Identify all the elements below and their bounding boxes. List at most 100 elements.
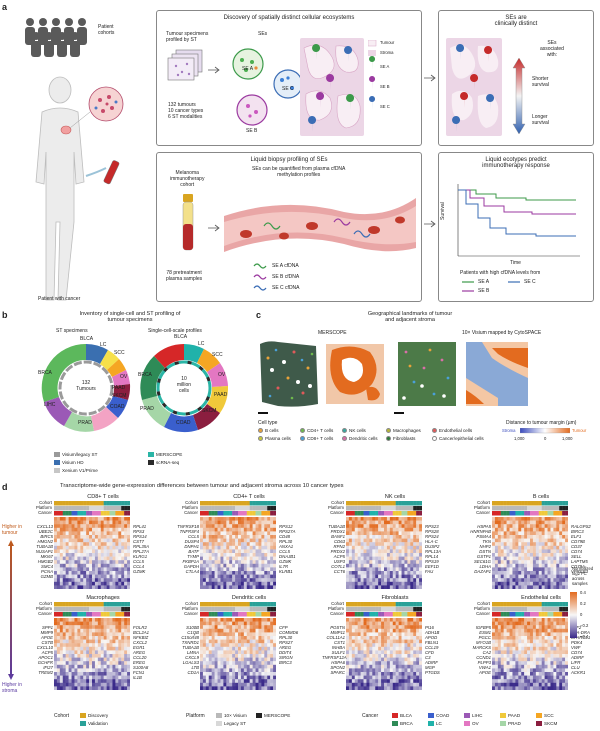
- heatmap-title: CD8+ T cells: [87, 494, 119, 500]
- cancer-legend-item: OV: [464, 721, 479, 727]
- panel-d-letter: d: [2, 482, 8, 492]
- cancer-label: LC: [436, 721, 442, 726]
- legend-legacy-st: Legacy ST: [216, 721, 246, 727]
- cell-type-label: Cancer/epithelial cells: [439, 436, 484, 441]
- distance-title: Distance to tumour margin (µm): [506, 420, 577, 426]
- cell-type-label: Macrophages: [393, 428, 421, 433]
- scale-bar: [394, 412, 404, 414]
- swatch: [428, 713, 434, 719]
- cancer-label: BRCA: [400, 721, 413, 726]
- legend-xenium: Xenium V1/Prime: [54, 468, 98, 474]
- single-cell-title: Single-cell-scale profiles: [148, 328, 202, 334]
- colorbar-title: Normalized log2 FC across samples: [572, 566, 594, 586]
- genes-higher-in-stroma-list: RPS23 RPS28 RPS24 HLA-C DUSP2 RPL13A RPL…: [425, 524, 442, 575]
- heatmap-title: CD4+ T cells: [233, 494, 265, 500]
- km-se-a-label: SE A: [478, 279, 490, 285]
- cancer-label: SCC: [544, 713, 554, 718]
- annotation-row-label: Cancer: [330, 611, 344, 616]
- swatch: [148, 452, 154, 458]
- cell-type-dot: [300, 428, 305, 434]
- st-label-prad: PRAD: [78, 420, 92, 426]
- heatmap: [54, 501, 130, 589]
- survival-axis-label: Survival: [440, 202, 446, 220]
- cancer-legend-item: SKCM: [536, 721, 558, 727]
- cancer-label: PAAD: [508, 713, 521, 718]
- annotation-row-label: Platform: [328, 606, 344, 611]
- swatch: [464, 721, 470, 727]
- genes-higher-in-tumour-list: CXCL13 UBE2C BIRC5 HMGN2 TUBA1B NUSAP1 M…: [35, 524, 53, 580]
- swatch: [428, 721, 434, 727]
- legend-cancer-label: Cancer: [362, 713, 379, 719]
- tissue-map: [300, 38, 364, 136]
- heatmap: [54, 602, 130, 690]
- patient-with-cancer-label: Patient with cancer: [38, 296, 81, 302]
- genes-higher-in-tumour-list: S100B C1QB C15orf48 TXNRD1 TUBA1B LMNA C…: [181, 625, 199, 676]
- cell-type-legend-item: CD8+ T cells: [300, 436, 333, 442]
- annotation-row-label: Cohort: [39, 601, 52, 606]
- longer-survival-label: Longer survival: [532, 114, 549, 126]
- swatch: [256, 713, 262, 719]
- cell-type-dot: [386, 436, 391, 442]
- km-se-b-label: SE B: [478, 288, 490, 294]
- visium-distance-map: [462, 338, 532, 410]
- tumour-label: Tumour: [572, 428, 587, 433]
- swatch: [80, 721, 86, 727]
- annotation-row-label: Cancer: [476, 510, 490, 515]
- shorter-survival-label: Shorter survival: [532, 76, 549, 88]
- cancer-label: SKCM: [544, 721, 558, 726]
- heatmap-title: Endothelial cells: [521, 595, 561, 601]
- genes-higher-in-stroma-list: RPS12 RPS27A CD48 RPL30 ANXA1 CCL5 DNAJB…: [279, 524, 296, 575]
- cancer-legend-item: SCC: [536, 713, 554, 719]
- panel-d-title: Transcriptome-wide gene-expression diffe…: [60, 483, 344, 489]
- clinically-title: SEs are clinically distinct: [494, 15, 538, 27]
- swatch: [216, 721, 222, 727]
- cancer-label: COAD: [436, 713, 450, 718]
- st-specimens-title: ST specimens: [56, 328, 88, 334]
- predict-box: Liquid ecotypes predict immunotherapy re…: [438, 152, 594, 302]
- higher-tumour-label: Higher in tumour: [2, 524, 23, 536]
- arrow-right-icon: [424, 220, 436, 228]
- pretreatment-label: 78 pretreatment plasma samples: [166, 270, 203, 282]
- annotation-row-label: Cohort: [331, 601, 344, 606]
- predict-title: Liquid ecotypes predict immunotherapy re…: [482, 157, 550, 169]
- annotation-row-label: Cancer: [330, 510, 344, 515]
- distance-tick-mid: 0: [544, 436, 547, 441]
- cancer-label: BLCA: [400, 713, 413, 718]
- higher-stroma-label: Higher in stroma: [2, 682, 23, 694]
- legend-se-a: SE A: [380, 64, 390, 69]
- annotation-row-label: Cancer: [38, 611, 52, 616]
- sc-label-paad: PAAD: [214, 392, 228, 398]
- cell-type-label: NK cells: [349, 428, 366, 433]
- sc-donut-center: 10 million cells: [176, 376, 192, 394]
- legend-discovery-label: Discovery: [88, 713, 109, 718]
- heatmap: [492, 501, 568, 589]
- sc-label-coad: COAD: [176, 420, 191, 426]
- st-label-lc: LC: [100, 342, 107, 348]
- cancer-legend-item: LIHC: [464, 713, 482, 719]
- cell-type-dot: [258, 428, 263, 434]
- legend-platform-label: Platform: [186, 713, 205, 719]
- se-a-circle-label: SE A: [242, 66, 254, 72]
- discovery-title: Discovery of spatially distinct cellular…: [223, 15, 355, 21]
- annotation-row-label: Platform: [182, 606, 198, 611]
- legend-tumour: Tumour: [380, 40, 395, 45]
- stroma-label: Stroma: [502, 428, 516, 433]
- cancer-legend-item: COAD: [428, 713, 450, 719]
- heatmap: [492, 602, 568, 690]
- st-label-skcm: SKCM: [112, 393, 127, 399]
- panel-b-title: Inventory of single-cell and ST profilin…: [79, 311, 181, 323]
- annotation-row-label: Cancer: [184, 510, 198, 515]
- fc-tick-5: −0.4: [580, 634, 589, 639]
- cell-type-title: Cell type: [258, 420, 278, 426]
- heatmap: [200, 602, 276, 690]
- blood-vessel: [224, 198, 416, 252]
- panel-c-letter: c: [256, 310, 262, 320]
- cfdna-b-label: SE B cfDNA: [272, 274, 300, 280]
- heatmap: [200, 501, 276, 589]
- legend-se-c: SE C: [380, 104, 390, 109]
- swatch: [54, 460, 60, 466]
- direction-arrow: [8, 540, 14, 680]
- km-se-c-label: SE C: [524, 279, 536, 285]
- cell-type-legend-item: Macrophages: [386, 428, 421, 434]
- patient-illustration: [25, 18, 124, 301]
